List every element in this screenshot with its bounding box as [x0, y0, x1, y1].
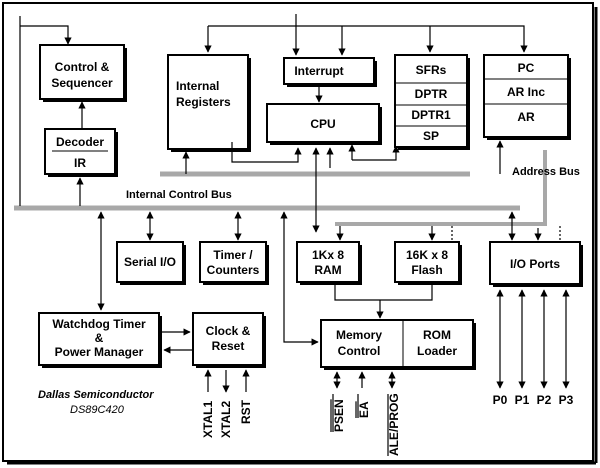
- address-bus: [335, 150, 547, 226]
- ram-block: 1Kx 8 RAM: [296, 241, 362, 285]
- sfrs-label: SFRs: [416, 63, 447, 77]
- internal-control-bus-label: Internal Control Bus: [126, 189, 232, 201]
- cpu-label: CPU: [310, 117, 335, 131]
- io-ports-label: I/O Ports: [510, 257, 560, 271]
- rst-pin-label: RST: [239, 399, 253, 424]
- ea-pin-label: EA: [357, 401, 371, 418]
- sp-label: SP: [423, 129, 439, 143]
- ir-label: IR: [74, 156, 86, 170]
- clock-reset-label-2: Reset: [212, 339, 245, 353]
- part-number-label: DS89C420: [70, 404, 125, 416]
- port-p2-label: P2: [537, 393, 552, 407]
- timer-label-1: Timer /: [213, 248, 253, 262]
- timer-label-2: Counters: [207, 263, 260, 277]
- watchdog-label-1: Watchdog Timer: [52, 317, 146, 331]
- clock-reset-block: Clock & Reset: [192, 312, 266, 368]
- ale-prog-pin-label: ALE/PROG: [387, 393, 401, 456]
- memory-control-block: Memory Control ROM Loader: [320, 319, 476, 370]
- cpu-block: CPU: [266, 103, 382, 145]
- address-bus-label: Address Bus: [512, 166, 580, 178]
- pc-label: PC: [518, 61, 535, 75]
- ram-label-2: RAM: [314, 263, 341, 277]
- interrupt-block: Interrupt: [283, 57, 377, 87]
- rom-loader-label-2: Loader: [417, 344, 457, 358]
- sfr-block: SFRs DPTR DPTR1 SP: [394, 54, 470, 150]
- internal-registers-label-1: Internal: [176, 79, 219, 93]
- clock-reset-label-1: Clock &: [206, 324, 251, 338]
- rom-loader-label-1: ROM: [423, 328, 451, 342]
- flash-block: 16K x 8 Flash: [394, 241, 462, 285]
- decoder-ir-block: Decoder IR: [44, 128, 118, 177]
- watchdog-label-3: Power Manager: [55, 345, 144, 359]
- port-lines: [496, 289, 570, 389]
- port-p0-label: P0: [493, 393, 508, 407]
- ar-inc-label: AR Inc: [507, 85, 545, 99]
- top-feed-lines: [19, 14, 528, 206]
- flash-label-1: 16K x 8: [406, 248, 448, 262]
- dptr-label: DPTR: [415, 87, 448, 101]
- outer-frame: [2, 2, 594, 462]
- xtal2-pin-label: XTAL2: [219, 401, 233, 438]
- serial-io-label: Serial I/O: [124, 255, 176, 269]
- serial-io-block: Serial I/O: [116, 241, 186, 285]
- memory-control-label-1: Memory: [336, 328, 382, 342]
- interrupt-label: Interrupt: [294, 64, 343, 78]
- watchdog-label-2: &: [95, 331, 104, 345]
- control-sequencer-block: Control & Sequencer: [39, 44, 127, 102]
- control-sequencer-label-2: Sequencer: [51, 76, 113, 90]
- watchdog-block: Watchdog Timer & Power Manager: [38, 312, 162, 368]
- flash-label-2: Flash: [411, 263, 442, 277]
- memory-control-label-2: Control: [338, 344, 381, 358]
- internal-registers-block: Internal Registers: [167, 54, 251, 152]
- timer-counters-block: Timer / Counters: [199, 241, 269, 285]
- xtal1-pin-label: XTAL1: [201, 401, 215, 438]
- dptr1-label: DPTR1: [411, 108, 451, 122]
- control-sequencer-label-1: Control &: [55, 60, 110, 74]
- io-ports-block: I/O Ports: [489, 241, 583, 287]
- port-p3-label: P3: [559, 393, 574, 407]
- pc-block: PC AR Inc AR: [483, 54, 571, 140]
- psen-pin-label: PSEN: [332, 399, 346, 432]
- company-label: Dallas Semiconductor: [38, 389, 154, 401]
- ram-label-1: 1Kx 8: [312, 248, 344, 262]
- ar-label: AR: [517, 110, 535, 124]
- internal-registers-label-2: Registers: [176, 95, 231, 109]
- port-p1-label: P1: [515, 393, 530, 407]
- decoder-label: Decoder: [56, 135, 104, 149]
